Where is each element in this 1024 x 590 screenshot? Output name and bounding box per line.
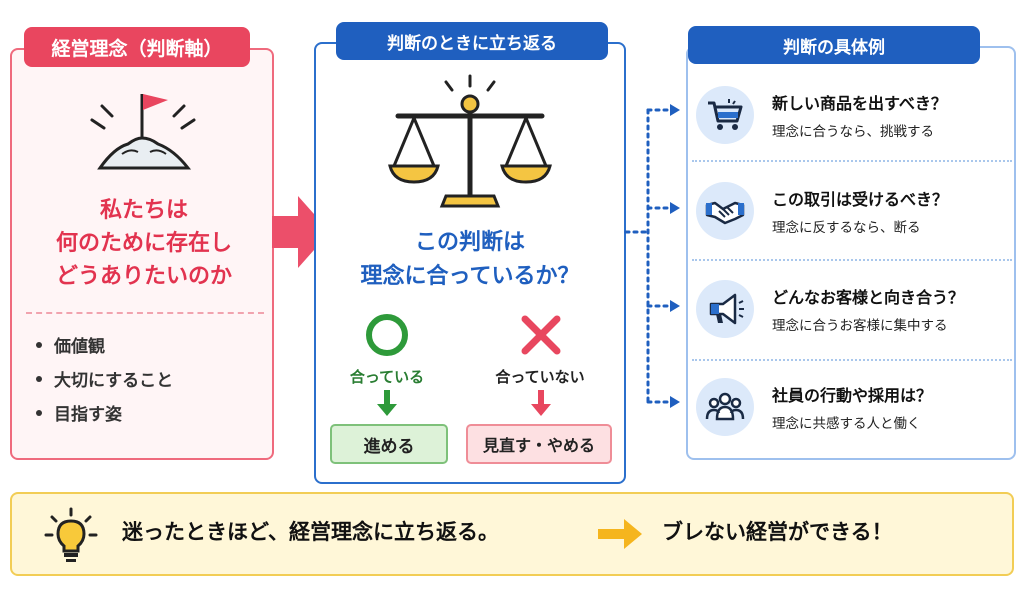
- reconsider-box: 見直す・やめる: [466, 424, 612, 464]
- philosophy-statement: 私たちは 何のために存在し どうありたいのか: [12, 194, 276, 293]
- proceed-box: 進める: [330, 424, 448, 464]
- list-item: 価値観: [36, 330, 173, 364]
- example-item-staff: 社員の行動や採用は？ 理念に共感する人と働く: [690, 368, 1014, 464]
- circle-ok-icon: [366, 314, 408, 356]
- dotted-connector: [624, 104, 680, 408]
- balance-scale-icon: [388, 74, 552, 208]
- handshake-icon: [705, 201, 745, 225]
- mountain-flag-icon: [90, 94, 196, 170]
- ng-label: 合っていない: [495, 368, 585, 386]
- people-icon: [705, 392, 745, 421]
- example-title: この取引は受けるべき？: [772, 190, 949, 209]
- example-separator: [692, 359, 1012, 361]
- philosophy-line-2: 何のために存在し: [55, 231, 232, 256]
- summary-banner: [10, 492, 1014, 576]
- example-item-product: 新しい商品を出すべき？ 理念に合うなら、挑戦する: [690, 76, 1014, 172]
- icon-badge: [696, 378, 754, 436]
- arrow-right-yellow-icon: [598, 519, 642, 549]
- banner-message: 迷ったときほど、経営理念に立ち返る。: [122, 520, 499, 544]
- lightbulb-icon: [44, 507, 98, 562]
- example-separator: [692, 160, 1012, 162]
- question-line-2: 理念に合っているか？: [360, 264, 580, 289]
- icon-badge: [696, 280, 754, 338]
- example-title: 社員の行動や採用は？: [772, 386, 933, 405]
- example-title: 新しい商品を出すべき？: [772, 94, 947, 113]
- example-sub: 理念に共感する人と働く: [772, 416, 921, 432]
- example-item-deal: この取引は受けるべき？ 理念に反するなら、断る: [690, 172, 1014, 268]
- arrow-down-red-icon: [531, 390, 551, 416]
- cross-ng-icon: [521, 315, 561, 355]
- icon-badge: [696, 86, 754, 144]
- example-title: どんなお客様と向き合う？: [772, 288, 965, 307]
- ok-label: 合っている: [349, 368, 425, 386]
- example-sub: 理念に反するなら、断る: [772, 220, 921, 236]
- philosophy-line-1: 私たちは: [99, 198, 188, 223]
- philosophy-title: 経営理念（判断軸）: [24, 27, 250, 67]
- philosophy-items: 価値観 大切にすること 目指す姿: [36, 330, 173, 432]
- banner-result: ブレない経営ができる！: [662, 520, 893, 544]
- megaphone-icon: [709, 293, 744, 325]
- decision-question: この判断は 理念に合っているか？: [314, 226, 626, 294]
- list-item: 大切にすること: [36, 364, 173, 398]
- example-sub: 理念に合うなら、挑戦する: [772, 124, 934, 140]
- philosophy-divider: [26, 312, 264, 314]
- list-item: 目指す姿: [36, 398, 173, 432]
- arrow-down-green-icon: [377, 390, 397, 416]
- icon-badge: [696, 182, 754, 240]
- example-item-customer: どんなお客様と向き合う？ 理念に合うお客様に集中する: [690, 270, 1014, 366]
- shopping-cart-icon: [708, 99, 743, 130]
- example-sub: 理念に合うお客様に集中する: [772, 318, 948, 334]
- examples-title: 判断の具体例: [688, 26, 980, 64]
- decision-title: 判断のときに立ち返る: [336, 22, 608, 60]
- example-separator: [692, 259, 1012, 261]
- philosophy-line-3: どうありたいのか: [55, 264, 232, 289]
- question-line-1: この判断は: [414, 230, 525, 255]
- arrow-right-icon: [272, 196, 330, 268]
